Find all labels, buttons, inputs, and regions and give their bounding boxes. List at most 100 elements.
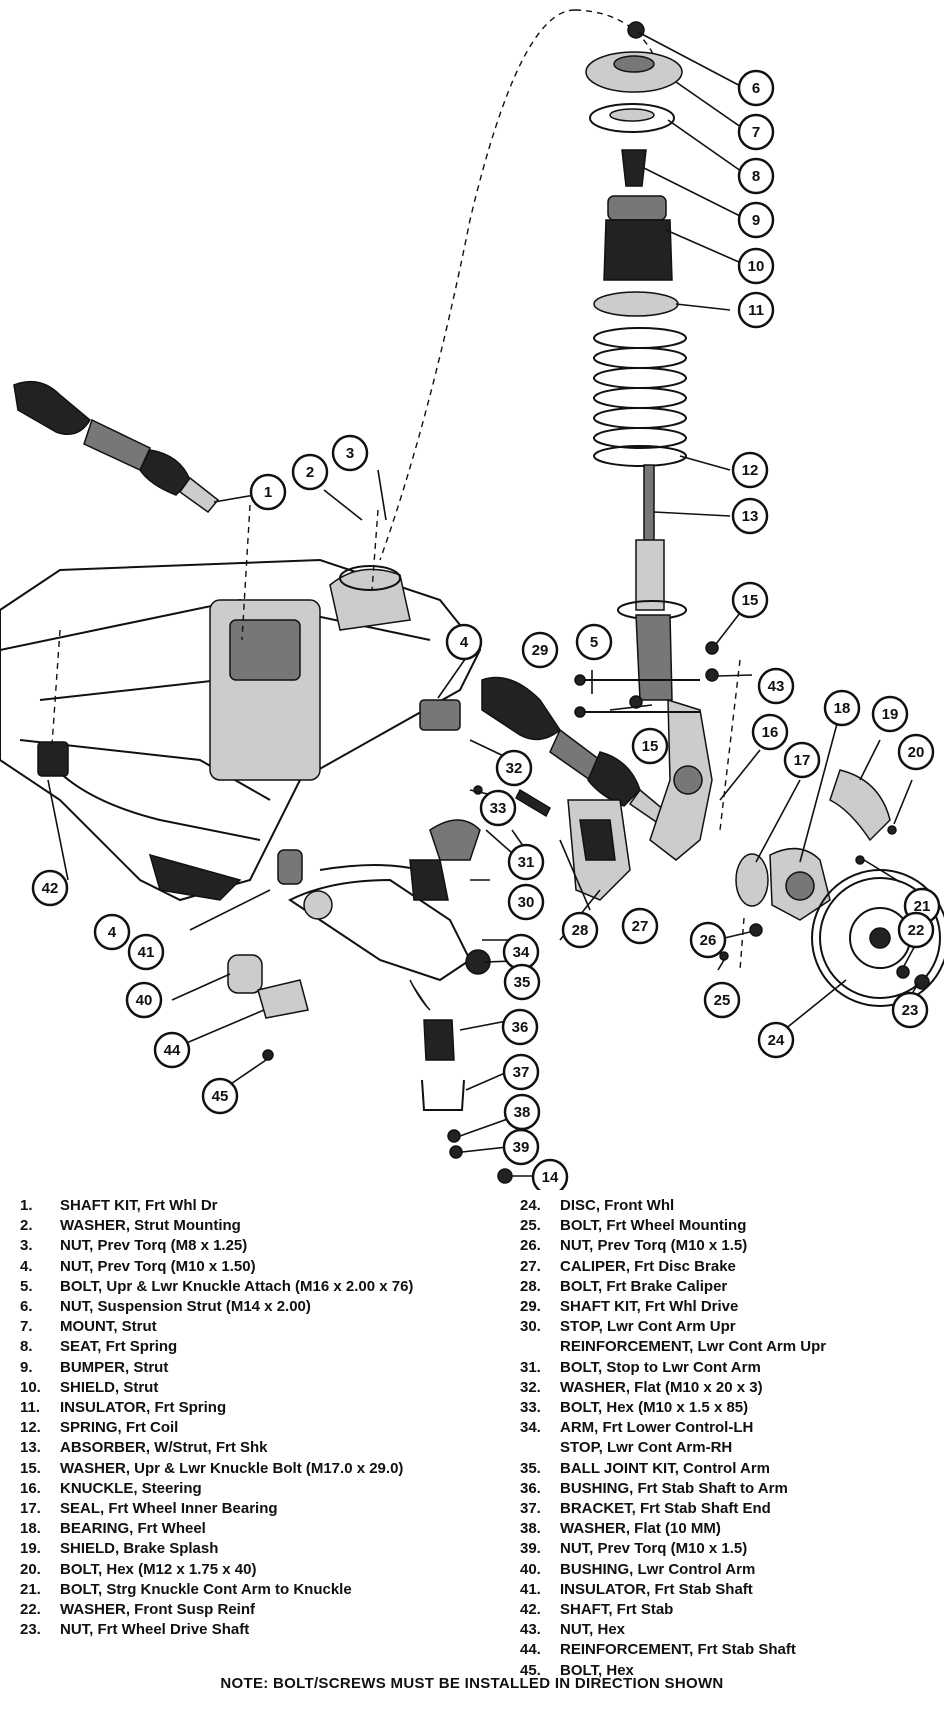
legend-description: REINFORCEMENT, Lwr Cont Arm Upr — [560, 1338, 827, 1356]
legend-description: BALL JOINT KIT, Control Arm — [560, 1459, 770, 1477]
callout-circle — [501, 1008, 539, 1046]
hub-and-disc — [719, 769, 944, 1007]
legend-number: 16. — [20, 1479, 41, 1497]
legend-row: 30.STOP, Lwr Cont Arm Upr — [520, 1317, 940, 1337]
legend-description: SEAT, Frt Spring — [60, 1338, 178, 1356]
callout-circle — [871, 695, 909, 733]
legend-row: STOP, Lwr Cont Arm-RH — [520, 1438, 940, 1458]
legend-description: WASHER, Flat (10 MM) — [560, 1520, 721, 1538]
legend-description: WASHER, Strut Mounting — [60, 1217, 241, 1235]
callout-number: 4 — [460, 634, 469, 651]
callout-number: 36 — [512, 1019, 529, 1036]
legend-description: BOLT, Hex — [560, 1661, 634, 1679]
legend-number: 41. — [520, 1580, 541, 1598]
legend-row: 45. BOLT, Hex — [520, 1661, 940, 1681]
callout-number: 29 — [532, 642, 549, 659]
legend-description: SHAFT KIT, Frt Whl Dr — [60, 1197, 218, 1214]
callout-number: 42 — [42, 880, 59, 897]
legend-number: 37. — [520, 1500, 541, 1518]
legend-number: 29. — [520, 1298, 541, 1316]
callout-number: 10 — [748, 258, 765, 275]
legend-description: CALIPER, Frt Disc Brake — [560, 1257, 736, 1275]
legend-number: 8. — [20, 1338, 33, 1356]
legend-number: 45. — [520, 1661, 541, 1679]
brake-caliper — [567, 799, 631, 901]
legend-description: BUSHING, Frt Stab Shaft to Arm — [560, 1479, 788, 1497]
callout-18: 18 — [823, 689, 861, 727]
legend-number: 11. — [20, 1399, 41, 1417]
callout-44: 44 — [153, 1031, 191, 1069]
legend-row: 3. NUT, Prev Torq (M8 x 1.25) — [20, 1236, 490, 1256]
legend-number: 10. — [20, 1378, 41, 1396]
callout-circle — [823, 689, 861, 727]
steering-knuckle — [574, 641, 719, 861]
legend-number: 4. — [20, 1257, 33, 1275]
callout-number: 44 — [164, 1042, 181, 1059]
legend-row: 10.SHIELD, Strut — [20, 1378, 490, 1398]
left-drive-shaft — [13, 380, 220, 514]
callout-number: 30 — [518, 894, 535, 911]
legend-description: BOLT, Stop to Lwr Cont Arm — [560, 1358, 761, 1376]
callout-20: 20 — [897, 733, 935, 771]
callout-33: 33 — [479, 789, 517, 827]
callout-circle — [737, 69, 775, 107]
legend-description: SHAFT KIT, Frt Whl Drive — [560, 1298, 739, 1316]
legend-number: 5. — [20, 1277, 33, 1295]
callout-45: 45 — [201, 1077, 239, 1115]
callout-number: 7 — [752, 124, 760, 141]
callout-6: 6 — [737, 69, 775, 107]
callout-circle — [751, 713, 789, 751]
legend-number: 7. — [20, 1318, 33, 1336]
legend-description: NUT, Frt Wheel Drive Shaft — [60, 1621, 250, 1639]
legend-row: 32.WASHER, Flat (M10 x 20 x 3) — [520, 1378, 940, 1398]
legend-number: 27. — [520, 1257, 541, 1275]
callout-circle — [737, 113, 775, 151]
callout-2: 2 — [291, 453, 329, 491]
callout-1: 1 — [249, 473, 287, 511]
legend-description: REINFORCEMENT, Frt Stab Shaft — [560, 1641, 796, 1659]
lower-control-arm — [288, 819, 491, 982]
callout-number: 8 — [752, 168, 760, 185]
legend-number: 25. — [520, 1217, 541, 1235]
legend-number: 3. — [20, 1237, 33, 1255]
callout-38: 38 — [503, 1093, 541, 1131]
callout-35: 35 — [503, 963, 541, 1001]
callout-number: 45 — [212, 1088, 229, 1105]
legend-row: 25. BOLT, Frt Wheel Mounting — [520, 1216, 940, 1236]
legend-number: 39. — [520, 1540, 541, 1558]
legend-description: BOLT, Frt Wheel Mounting — [560, 1217, 747, 1235]
legend-number: 31. — [520, 1358, 541, 1376]
legend-description: STOP, Lwr Cont Arm-RH — [560, 1439, 733, 1457]
legend-description: SPRING, Frt Coil — [60, 1419, 179, 1437]
legend-description: NUT, Prev Torq (M10 x 1.5) — [560, 1540, 748, 1558]
callout-36: 36 — [501, 1008, 539, 1046]
callout-circle — [757, 1021, 795, 1059]
legend-row: 13.ABSORBER, W/Strut, Frt Shk — [20, 1438, 490, 1458]
legend-description: BRACKET, Frt Stab Shaft End — [560, 1500, 771, 1518]
legend-row: 21.BOLT, Strg Knuckle Cont Arm to Knuckl… — [20, 1580, 490, 1600]
callout-15: 15 — [731, 581, 769, 619]
legend-description: SEAL, Frt Wheel Inner Bearing — [60, 1500, 278, 1518]
legend-number: 30. — [520, 1318, 541, 1336]
legend-description: ABSORBER, W/Strut, Frt Shk — [60, 1439, 268, 1457]
callout-16: 16 — [751, 713, 789, 751]
callout-circle — [445, 623, 483, 661]
legend-row: 35.BALL JOINT KIT, Control Arm — [520, 1459, 940, 1479]
lower-arm-bushing — [227, 954, 263, 994]
callout-circle — [153, 1031, 191, 1069]
legend-number: 28. — [520, 1277, 541, 1295]
callout-25: 25 — [703, 981, 741, 1019]
legend-row: 23. NUT, Frt Wheel Drive Shaft — [20, 1620, 490, 1640]
legend-number — [520, 1337, 560, 1357]
legend-description: NUT, Prev Torq (M8 x 1.25) — [60, 1237, 248, 1255]
callout-42: 42 — [31, 869, 69, 907]
legend-number: 12. — [20, 1419, 41, 1437]
legend-row: 26.NUT, Prev Torq (M10 x 1.5) — [520, 1236, 940, 1256]
legend-number: 23. — [20, 1621, 41, 1639]
legend-row: 42.SHAFT, Frt Stab — [520, 1600, 940, 1620]
legend-row: 9.BUMPER, Strut — [20, 1358, 490, 1378]
callout-number: 21 — [914, 898, 931, 915]
callout-8: 8 — [737, 157, 775, 195]
legend-row: 43.NUT, Hex — [520, 1620, 940, 1640]
callout-number: 5 — [590, 634, 598, 651]
